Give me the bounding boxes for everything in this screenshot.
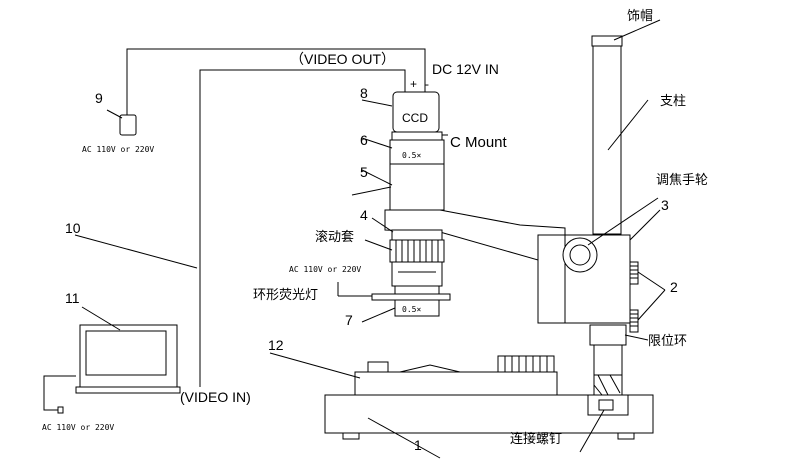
- ac-label-mid: AC 110V or 220V: [289, 265, 361, 274]
- camera-barrel: [371, 91, 451, 317]
- focus-wheel-label: 调焦手轮: [656, 173, 708, 188]
- roll-sleeve-label: 滚动套: [315, 229, 354, 245]
- monitor: [75, 324, 181, 394]
- part-number-6: 6: [360, 132, 368, 148]
- ring-lamp-label: 环形荧光灯: [253, 288, 318, 303]
- ac-label-top: AC 110V or 220V: [82, 145, 154, 154]
- ccd-label: CCD: [402, 111, 428, 125]
- zoom-scale-bottom: 0.5×: [402, 305, 421, 314]
- screw-label: 连接螺钉: [510, 431, 562, 447]
- part-number-1: 1: [414, 437, 422, 453]
- support-column: [587, 35, 629, 416]
- part-number-7: 7: [345, 312, 353, 328]
- part-number-4: 4: [360, 207, 368, 223]
- part-number-12: 12: [268, 337, 284, 353]
- part-number-3: 3: [661, 197, 669, 213]
- cables: [43, 48, 426, 414]
- leader-lines: [74, 19, 666, 459]
- dc-in-label: DC 12V IN: [432, 61, 499, 77]
- focus-arm: [384, 209, 639, 333]
- ac-label-bottom: AC 110V or 220V: [42, 423, 114, 432]
- video-in-label: (VIDEO IN): [180, 389, 251, 405]
- power-adapter: [119, 114, 137, 136]
- c-mount-label: C Mount: [450, 134, 508, 151]
- part-number-2: 2: [670, 279, 678, 295]
- part-number-11: 11: [65, 290, 80, 306]
- column-label: 支柱: [660, 94, 686, 109]
- minus-label: -: [425, 77, 429, 91]
- cap-label: 饰帽: [627, 8, 653, 24]
- part-number-10: 10: [65, 220, 81, 236]
- part-number-5: 5: [360, 164, 368, 180]
- part-number-8: 8: [360, 85, 368, 101]
- zoom-scale-top: 0.5×: [402, 151, 421, 160]
- part-number-9: 9: [95, 90, 103, 106]
- plus-label: +: [410, 77, 417, 91]
- limit-ring-label: 限位环: [648, 334, 687, 349]
- work-stage: [354, 355, 558, 396]
- video-out-label: （VIDEO OUT）: [290, 51, 395, 67]
